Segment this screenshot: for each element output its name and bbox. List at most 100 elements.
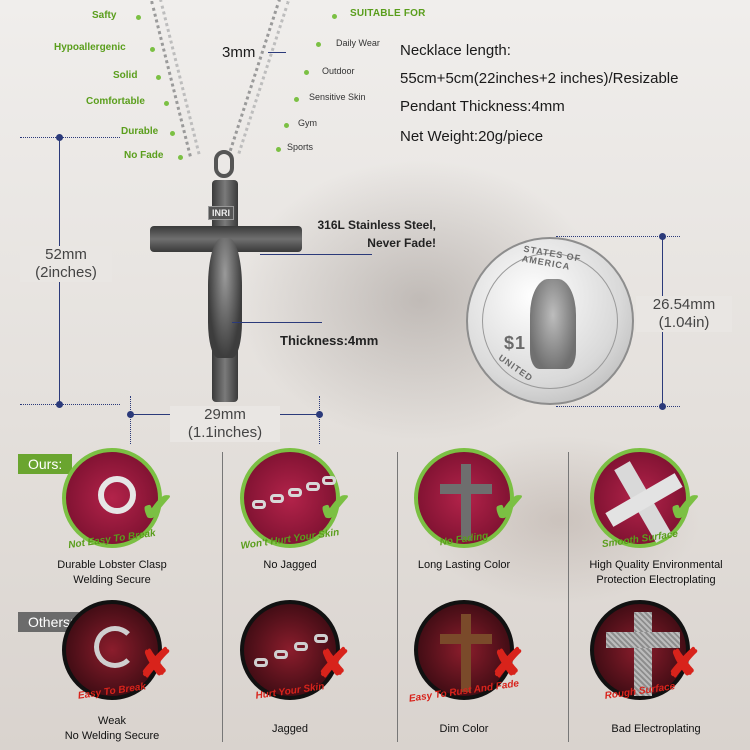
chain-link (270, 494, 284, 503)
desc-line: Protection Electroplating (596, 574, 716, 586)
chain-link (254, 658, 268, 667)
others-tile-color: ✘ Easy To Rust And Fade (404, 600, 524, 720)
pendant-height-mm: 52mm (45, 246, 87, 263)
feature-label: Durable (121, 126, 159, 137)
suitable-dot (332, 14, 337, 19)
x-icon: ✘ (490, 642, 524, 686)
others-description: Dim Color (379, 722, 549, 737)
feature-dot (150, 47, 155, 52)
crucifix-icon (414, 448, 514, 548)
feature-label: No Fade (124, 150, 164, 161)
thickness-pointer (232, 322, 322, 323)
coin-dim-bottom (556, 406, 680, 407)
dim-dot (127, 411, 134, 418)
column-divider (397, 452, 398, 742)
corpus-figure (208, 238, 242, 358)
chain-link (322, 476, 336, 485)
chain-link (252, 500, 266, 509)
feature-dot (170, 131, 175, 136)
spec-line: Net Weight:20g/piece (400, 128, 544, 145)
suitable-title: SUITABLE FOR (350, 8, 426, 19)
feature-label: Safty (92, 10, 117, 21)
check-icon: ✔ (140, 486, 174, 530)
desc-line: Durable Lobster Clasp (57, 559, 167, 571)
smooth-cross-icon (590, 448, 690, 548)
ours-description: No Jagged (205, 558, 375, 573)
ours-tile-color: ✔ No Fading (404, 448, 526, 568)
chain-link (314, 634, 328, 643)
chain-link (288, 488, 302, 497)
clasp-ring (98, 476, 136, 514)
dim-dot (659, 233, 666, 240)
feature-dot (136, 15, 141, 20)
height-dim-bottom (20, 404, 120, 405)
desc-line: Weak (98, 715, 126, 727)
mini-cross-h (606, 632, 680, 648)
suitable-item: Outdoor (322, 66, 355, 76)
spec-line: Pendant Thickness:4mm (400, 98, 565, 115)
mini-cross-h (440, 634, 492, 644)
material-pointer (260, 254, 372, 255)
rusty-crucifix-icon (414, 600, 514, 700)
statue-of-liberty (530, 279, 576, 369)
mini-cross-v (461, 614, 471, 692)
desc-line: Bad Electroplating (611, 723, 701, 735)
check-icon: ✔ (492, 486, 526, 530)
desc-line: Dim Color (439, 723, 489, 735)
column-divider (222, 452, 223, 742)
feature-label: Hypoallergenic (54, 42, 126, 53)
others-tile-surface: ✘ Rough Surface (580, 600, 700, 720)
mini-cross-v (461, 464, 471, 540)
pendant-width-mm: 29mm (204, 406, 246, 423)
check-icon: ✔ (668, 486, 702, 530)
check-icon: ✔ (318, 486, 352, 530)
material-line: Never Fade! (367, 236, 436, 250)
smooth-chain-icon (240, 448, 340, 548)
pendant-width: 29mm (1.1inches) (170, 406, 280, 442)
mini-cross-h (440, 484, 492, 494)
bail (214, 150, 234, 178)
desc-line: Long Lasting Color (417, 559, 511, 571)
others-description: Bad Electroplating (571, 722, 741, 737)
broken-clasp-icon (62, 600, 162, 700)
feature-label: Solid (113, 70, 138, 81)
ours-tile-clasp: ✔ Not Easy To Break (52, 448, 174, 568)
dim-dot (56, 134, 63, 141)
coin-dim-top (556, 236, 680, 237)
feature-label: Comfortable (86, 96, 145, 107)
spec-line: 55cm+5cm(22inches+2 inches)/Resizable (400, 70, 679, 87)
feature-dot (178, 155, 183, 160)
pendant-width-in: (1.1inches) (187, 424, 263, 441)
spec-line: Necklace length: (400, 42, 511, 59)
suitable-item: Daily Wear (336, 38, 380, 48)
x-icon: ✘ (138, 642, 172, 686)
desc-line: Jagged (271, 723, 309, 735)
ours-tile-surface: ✔ Smooth Surface (580, 448, 702, 568)
suitable-item: Gym (298, 118, 317, 128)
others-tile-clasp: ✘ Easy To Break (52, 600, 172, 720)
width-dim-right (319, 396, 320, 444)
coin-denomination: $1 (504, 333, 527, 353)
others-description: Weak No Welding Secure (27, 714, 197, 744)
dollar-coin-image: STATES OF AMERICA $1 UNITED (466, 237, 634, 405)
ours-description: High Quality Environmental Protection El… (571, 558, 741, 588)
feature-dot (156, 75, 161, 80)
chain-link (294, 642, 308, 651)
jagged-chain-icon (240, 600, 340, 700)
ours-description: Durable Lobster Clasp Welding Secure (27, 558, 197, 588)
feature-dot (164, 101, 169, 106)
coin-size-mm: 26.54mm (652, 296, 716, 313)
chain-width-label: 3mm (222, 44, 256, 61)
lobster-clasp-icon (62, 448, 162, 548)
desc-line: No Jagged (263, 559, 317, 571)
ours-description: Long Lasting Color (379, 558, 549, 573)
chain-width-marker (268, 52, 286, 53)
chain-link (306, 482, 320, 491)
desc-line: Welding Secure (73, 574, 151, 586)
dim-dot (316, 411, 323, 418)
coin-size: 26.54mm (1.04in) (636, 296, 732, 332)
suitable-dot (284, 123, 289, 128)
suitable-item: Sports (287, 142, 314, 152)
inri-plaque: INRI (208, 206, 234, 220)
material-line: 316L Stainless Steel, (317, 218, 436, 232)
